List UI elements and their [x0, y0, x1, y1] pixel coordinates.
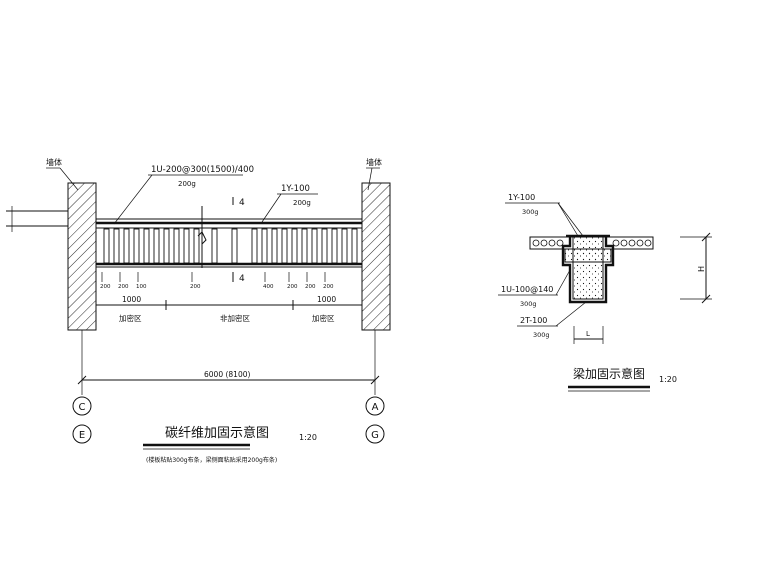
label-1y-weight: 300g — [522, 208, 539, 216]
beam-section-drawing: 1Y-100 300g 1U-100@140 300g 2T-100 300g … — [498, 193, 712, 392]
label-1u-weight: 300g — [520, 300, 537, 308]
u-wrap-strip — [183, 228, 190, 264]
u-wrap-strip — [331, 228, 338, 264]
axis-left-bottom: E — [79, 430, 85, 441]
right-wall — [361, 182, 391, 331]
u-wrap-strip — [211, 228, 218, 264]
dim-right-zone: 1000 — [317, 295, 336, 304]
callout-main-weight: 200g — [178, 180, 196, 188]
callout-y-weight: 200g — [293, 199, 311, 207]
section-mark-top: 4 — [239, 198, 245, 208]
right-wall-label: 墙体 — [366, 157, 382, 167]
left-drawing-note: (楼板粘贴300g布条，梁侧面粘贴采用200g布条) — [146, 456, 277, 464]
spacing-label: 100 — [136, 284, 147, 290]
slab-hole — [556, 239, 564, 247]
spacing-labels: 200 200 100 200 400 200 200 200 — [100, 272, 334, 290]
slab-hole — [620, 239, 628, 247]
slab-hole — [540, 239, 548, 247]
left-wall — [67, 182, 97, 331]
left-drawing-scale: 1:20 — [299, 433, 317, 442]
beam-section — [572, 236, 604, 300]
slab-hole — [644, 239, 652, 247]
slab-hole — [612, 239, 620, 247]
right-drawing-title: 梁加固示意图 — [573, 366, 645, 381]
u-wrap-strip — [321, 228, 328, 264]
zone-left-label: 加密区 — [119, 313, 142, 323]
label-1y: 1Y-100 — [508, 193, 535, 202]
u-wrap-strips — [103, 228, 358, 264]
u-wrap-strip — [133, 228, 140, 264]
spacing-label: 200 — [323, 284, 334, 290]
u-wrap-strip — [231, 228, 238, 264]
spacing-label: 200 — [100, 284, 111, 290]
u-wrap-strip — [113, 228, 120, 264]
dim-left-zone: 1000 — [122, 295, 141, 304]
u-wrap-strip — [103, 228, 110, 264]
u-wrap-strip — [193, 228, 200, 264]
slab-hole — [548, 239, 556, 247]
spacing-label: 200 — [190, 284, 201, 290]
u-wrap-strip — [153, 228, 160, 264]
u-wrap-strip — [173, 228, 180, 264]
section-mark-bottom: 4 — [239, 274, 245, 284]
axis-right-top: A — [372, 402, 379, 413]
label-2t: 2T-100 — [520, 316, 547, 325]
zone-mid-label: 非加密区 — [220, 313, 250, 323]
spacing-label: 200 — [287, 284, 298, 290]
left-drawing-title: 碳纤维加固示意图 — [165, 425, 269, 441]
label-2t-weight: 300g — [533, 331, 550, 339]
u-wrap-strip — [251, 228, 258, 264]
break-line — [197, 206, 207, 268]
u-wrap-strip — [311, 228, 318, 264]
dim-h: H — [697, 266, 706, 272]
slab-holes — [532, 239, 652, 247]
u-wrap-strip — [143, 228, 150, 264]
slab-hole — [628, 239, 636, 247]
spacing-label: 200 — [118, 284, 129, 290]
u-wrap-strip — [123, 228, 130, 264]
spacing-label: 200 — [305, 284, 316, 290]
u-wrap-strip — [281, 228, 288, 264]
right-drawing-scale: 1:20 — [659, 375, 677, 384]
label-1u: 1U-100@140 — [501, 285, 553, 294]
callout-y-label: 1Y-100 — [281, 184, 310, 194]
zone-right-label: 加密区 — [312, 313, 335, 323]
spacing-label: 400 — [263, 284, 274, 290]
callout-main-label: 1U-200@300(1500)/400 — [151, 165, 254, 175]
u-wrap-strip — [291, 228, 298, 264]
u-wrap-strip — [341, 228, 348, 264]
u-wrap-strip — [301, 228, 308, 264]
span-dimension: 6000 (8100) — [204, 370, 250, 379]
axis-right-bottom: G — [371, 430, 379, 441]
left-wall-label: 墙体 — [46, 157, 62, 167]
u-wrap-strip — [271, 228, 278, 264]
beam-elevation-drawing: 4 4 墙体 墙体 1U-200@300(1500)/400 200g 1Y-1… — [6, 157, 391, 464]
u-wrap-strip — [261, 228, 268, 264]
u-wrap-strip — [163, 228, 170, 264]
slab-hole — [532, 239, 540, 247]
dim-l: L — [586, 330, 590, 338]
axis-left-top: C — [79, 402, 86, 413]
slab-hole — [636, 239, 644, 247]
u-wrap-strip — [351, 228, 358, 264]
